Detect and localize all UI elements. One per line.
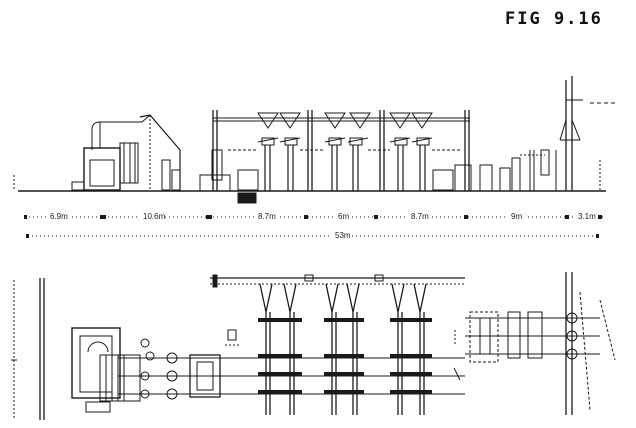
line-tower [555,76,615,191]
dimension-label-bay-2: 10.6m [143,212,166,221]
dimension-lines [25,216,605,237]
disconnector-heads [257,137,433,146]
dimension-ticks [24,215,602,238]
dimension-label-bay-4: 6m [338,212,350,221]
disconnector-posts [264,145,426,191]
overall-dimension-label: 53m [335,231,351,240]
elevation-view [13,76,615,238]
power-transformer [71,114,151,191]
dimension-label-bay-6: 9m [511,212,523,221]
figure-title: FIG 9.16 [505,9,603,29]
line-bay-plan-right [453,272,616,415]
circuit-breaker-left [199,149,259,204]
dimension-label-bay-7: 3.1m [578,212,596,221]
dimension-label-bay-1: 6.9m [50,212,68,221]
gantry-left [212,110,470,191]
plan-view [11,272,616,420]
transformer-plan [71,327,155,413]
dimension-label-bay-3: 8.7m [258,212,276,221]
dimension-label-bay-5: 8.7m [411,212,429,221]
busbar-insulators [257,112,433,129]
plan-bay-columns [265,312,425,415]
line-bay-right [432,149,550,192]
busbar-v-frames [259,283,427,313]
plan-cross-bars [258,318,432,394]
breaker-plan-left [166,329,240,400]
